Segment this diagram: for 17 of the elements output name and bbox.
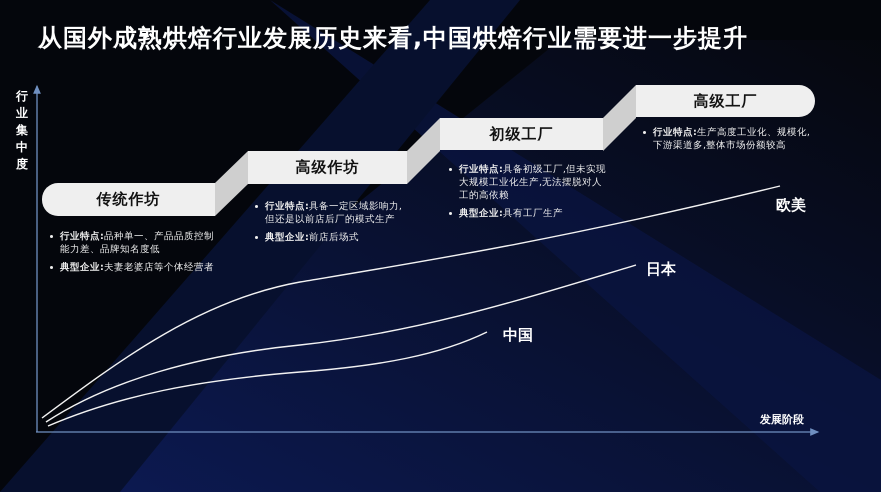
slide-title: 从国外成熟烘焙行业发展历史来看,中国烘焙行业需要进一步提升: [38, 23, 750, 54]
bullet-text: 行业特点:具备初级工厂,但未实现大规模工业化生产,无法摆脱对人工的高依赖: [459, 164, 606, 201]
curve-label: 欧美: [776, 196, 806, 215]
axis-label: 发展阶段: [760, 412, 804, 427]
bullet-text: 典型企业:夫妻老婆店等个体经营者: [60, 262, 214, 273]
stage-banner: 传统作坊: [42, 183, 215, 216]
stage-banner: 高级工厂: [636, 85, 815, 117]
stage-banner: 初级工厂: [440, 118, 603, 150]
curve-label: 中国: [503, 326, 533, 345]
bullet-text: 行业特点:具备一定区域影响力,但还是以前店后厂的模式生产: [265, 201, 402, 225]
bullet-text: 典型企业:前店后场式: [265, 232, 359, 243]
stage-banner: 高级作坊: [248, 151, 407, 184]
bullet-text: 行业特点:生产高度工业化、规模化,下游渠道多,整体市场份额较高: [653, 127, 810, 151]
bullet-text: 行业特点:品种单一、产品品质控制能力差、品牌知名度低: [60, 231, 214, 255]
axis-label: 行业集中度: [14, 88, 29, 173]
curve-label: 日本: [646, 260, 676, 279]
bullet-text: 典型企业:具有工厂生产: [459, 208, 563, 219]
